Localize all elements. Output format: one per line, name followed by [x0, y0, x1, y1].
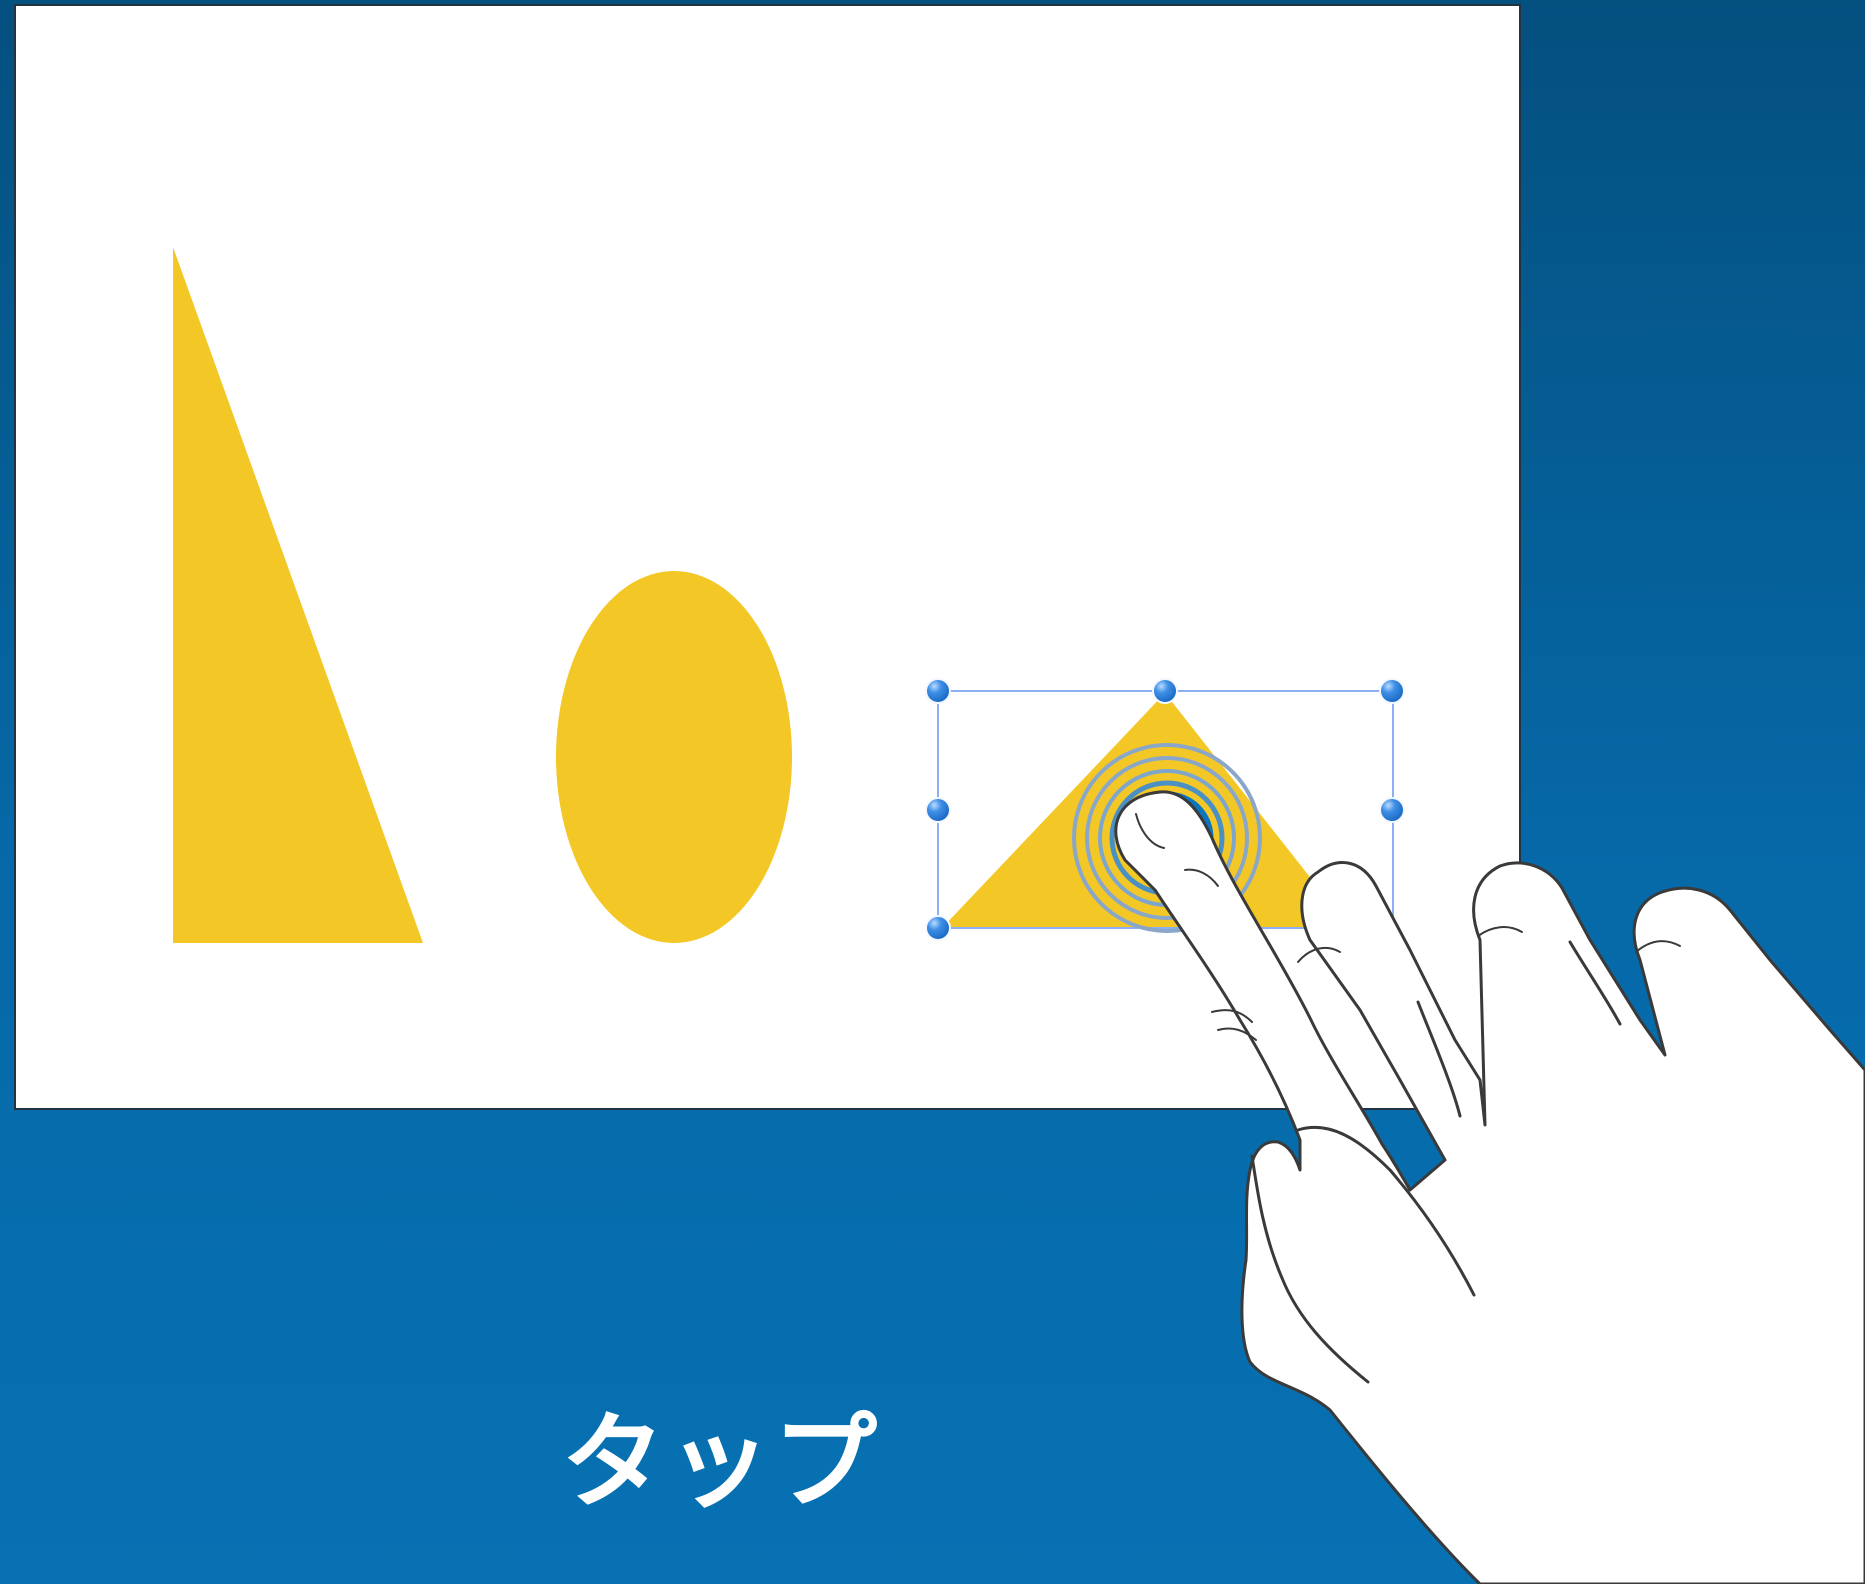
ellipse-shape[interactable] [556, 571, 792, 943]
gesture-caption: タップ [560, 1401, 879, 1523]
resize-handle-top-left[interactable] [925, 678, 951, 704]
resize-handle-top-center[interactable] [1152, 678, 1178, 704]
hand-tap-icon [1114, 790, 1865, 1584]
resize-handle-bottom-left[interactable] [925, 915, 951, 941]
hand-outline [1114, 790, 1865, 1584]
left-triangle-shape[interactable] [173, 247, 423, 943]
resize-handle-middle-left[interactable] [925, 797, 951, 823]
resize-handle-middle-right[interactable] [1379, 797, 1405, 823]
resize-handle-top-right[interactable] [1379, 678, 1405, 704]
